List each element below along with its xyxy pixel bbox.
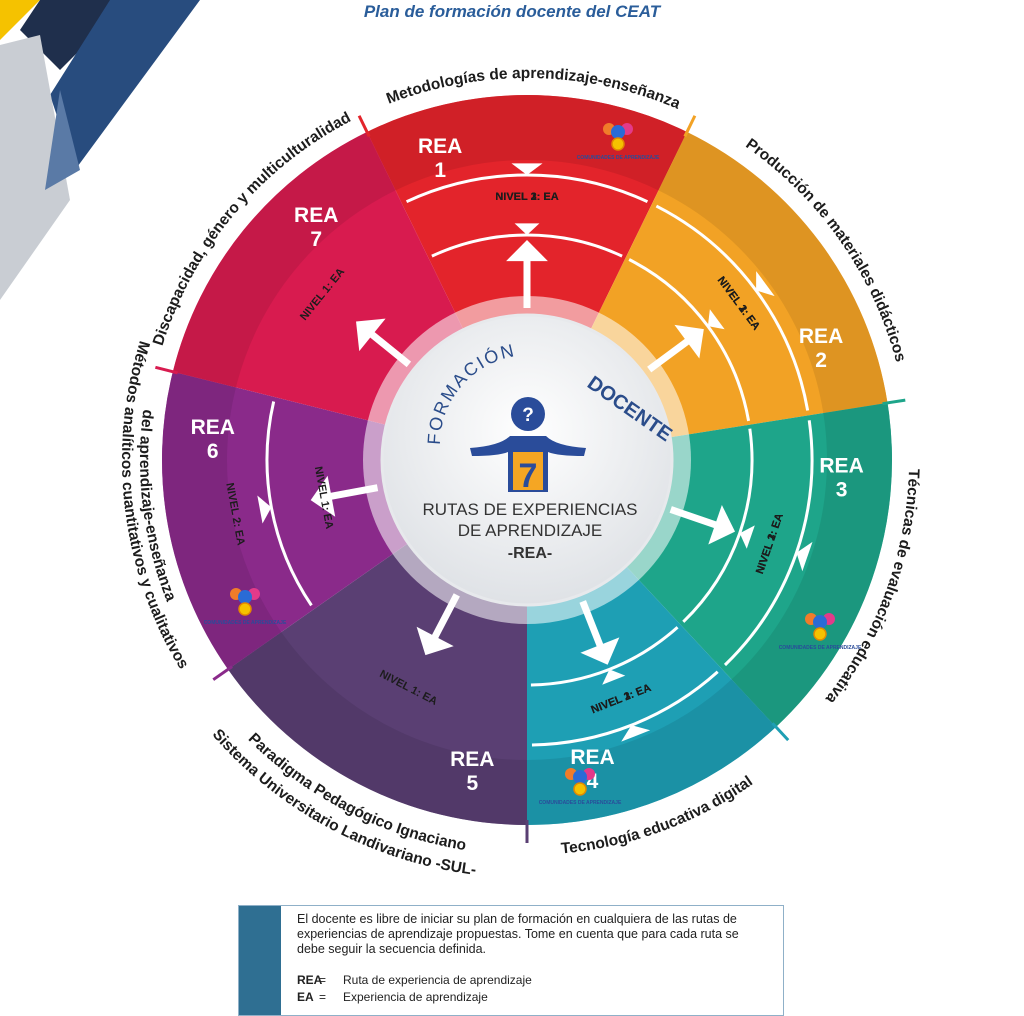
community-logos: COMUNIDADES DE APRENDIZAJE COMUNIDADES DE… xyxy=(204,123,862,806)
sector-band-rea-5 xyxy=(228,632,527,825)
level-label-rea-1-2: NIVEL 2: EA xyxy=(495,191,558,203)
ring-marker-rea-6-1 xyxy=(257,495,272,524)
sector-band-rea-3 xyxy=(731,402,892,727)
center-line-3: -REA- xyxy=(508,545,552,562)
arrowhead-rea-2 xyxy=(674,324,704,359)
community-logo-icon: COMUNIDADES DE APRENDIZAJE xyxy=(577,123,660,161)
question-mark: ? xyxy=(522,405,534,426)
rea-number-7: 7 xyxy=(310,228,322,251)
rea-number-3: 3 xyxy=(836,478,848,501)
sector-band-rea-2 xyxy=(658,131,888,414)
level-label-rea-1-1: NIVEL 1: EA xyxy=(495,191,558,203)
corner-decoration xyxy=(0,0,200,300)
sector-dividers xyxy=(155,115,906,843)
ring-marker-rea-2-1 xyxy=(707,309,725,330)
divider-rea-3 xyxy=(882,398,906,406)
level-rings xyxy=(257,163,814,747)
ring-marker-rea-4-2 xyxy=(621,725,651,742)
arrowhead-rea-7 xyxy=(356,318,386,352)
ring-marker-rea-2-2 xyxy=(756,271,775,297)
rea-label-2: REA xyxy=(799,325,843,348)
ring-rea-3-2 xyxy=(723,420,814,667)
divider-rea-7 xyxy=(155,365,179,375)
arrowhead-rea-4 xyxy=(580,637,620,665)
ring-rea-3-1 xyxy=(682,428,754,623)
ring-marker-rea-1-1 xyxy=(514,223,540,235)
center-number: 7 xyxy=(519,457,538,495)
legend-box: El docente es libre de iniciar su plan d… xyxy=(238,905,784,1016)
divider-rea-2 xyxy=(683,115,697,138)
rea-number-5: 5 xyxy=(466,772,478,795)
rea-label-3: REA xyxy=(819,454,863,477)
arrowhead-rea-1 xyxy=(506,240,548,262)
ring-rea-1-1 xyxy=(431,233,623,258)
community-logo-text: COMUNIDADES DE APRENDIZAJE xyxy=(779,645,862,651)
level-label-rea-1-3: NIVEL 3: EA xyxy=(495,191,558,203)
community-logo-text: COMUNIDADES DE APRENDIZAJE xyxy=(204,620,287,626)
rea-label-5: REA xyxy=(450,748,494,771)
ring-marker-rea-1-2 xyxy=(511,163,543,175)
ring-marker-rea-3-2 xyxy=(796,541,813,572)
divider-rea-4 xyxy=(771,722,790,742)
ring-marker-rea-3-1 xyxy=(739,525,755,549)
ring-rea-2-2 xyxy=(655,204,810,411)
arrowhead-rea-3 xyxy=(708,504,736,545)
rea-number-6: 6 xyxy=(207,440,219,463)
rea-label-4: REA xyxy=(570,746,614,769)
community-logo-icon: COMUNIDADES DE APRENDIZAJE xyxy=(539,768,622,806)
legend-description: El docente es libre de iniciar su plan d… xyxy=(297,912,739,956)
arrowhead-rea-5 xyxy=(416,626,454,656)
center-line-1: RUTAS DE EXPERIENCIAS xyxy=(422,500,637,519)
sector-band-rea-7 xyxy=(172,131,396,388)
rea-label-6: REA xyxy=(191,416,235,439)
ring-rea-4-1 xyxy=(530,626,679,687)
person-figure-icon: ? 7 xyxy=(470,397,586,495)
community-logo-text: COMUNIDADES DE APRENDIZAJE xyxy=(577,155,660,161)
rea-label-1: REA xyxy=(418,135,462,158)
sector-band-rea-1 xyxy=(366,94,688,191)
divider-rea-1 xyxy=(357,115,371,138)
ring-rea-6-1 xyxy=(265,401,313,607)
community-logo-icon: COMUNIDADES DE APRENDIZAJE xyxy=(204,588,287,626)
legend-row-ea: EA=Experiencia de aprendizaje xyxy=(297,990,488,1004)
center-line-2: DE APRENDIZAJE xyxy=(458,521,603,540)
ring-marker-rea-4-1 xyxy=(602,669,626,685)
ring-rea-4-2 xyxy=(531,670,719,747)
ring-rea-2-1 xyxy=(628,258,751,422)
rea-number-2: 2 xyxy=(815,349,827,372)
community-logo-text: COMUNIDADES DE APRENDIZAJE xyxy=(539,800,622,806)
arrowhead-rea-6 xyxy=(310,475,336,517)
rea-number-1: 1 xyxy=(434,159,446,182)
sector-band-rea-4 xyxy=(527,679,776,825)
page-title: Plan de formación docente del CEAT xyxy=(363,2,661,21)
legend-row-rea: REA=Ruta de experiencia de aprendizaje xyxy=(297,973,532,987)
community-logo-icon: COMUNIDADES DE APRENDIZAJE xyxy=(779,613,862,651)
legend-accent-bar xyxy=(239,906,281,1015)
divider-rea-6 xyxy=(212,665,233,681)
rea-label-7: REA xyxy=(294,204,338,227)
